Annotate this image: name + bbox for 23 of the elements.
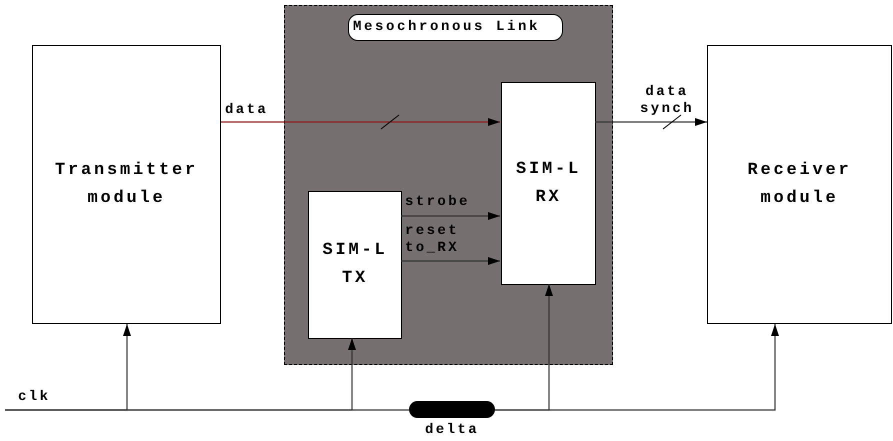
module-name: Receiver module	[746, 160, 852, 210]
arrow	[221, 118, 500, 126]
module-box	[707, 45, 892, 324]
panel-title: Mesochronous Link	[348, 14, 563, 41]
module-box	[32, 45, 221, 324]
edge-label: data synch	[638, 84, 695, 118]
arrow	[595, 118, 707, 126]
module-name: SIM-L RX	[514, 158, 582, 208]
edge-label: strobe	[405, 194, 471, 211]
link-panel	[284, 5, 613, 365]
module-name: SIM-L TX	[321, 240, 388, 290]
arrow	[401, 257, 500, 265]
module-box	[501, 82, 596, 285]
module-name: Transmitter module	[54, 160, 200, 210]
delay-element	[409, 401, 495, 418]
edge-label: clk	[18, 389, 52, 406]
arrow	[495, 324, 779, 411]
arrow	[401, 212, 500, 220]
delay-label: delta	[424, 421, 480, 440]
edge-label: data	[225, 102, 270, 119]
edge-label: reset to_RX	[405, 223, 460, 257]
module-box	[308, 191, 402, 339]
signal-line	[5, 409, 409, 411]
